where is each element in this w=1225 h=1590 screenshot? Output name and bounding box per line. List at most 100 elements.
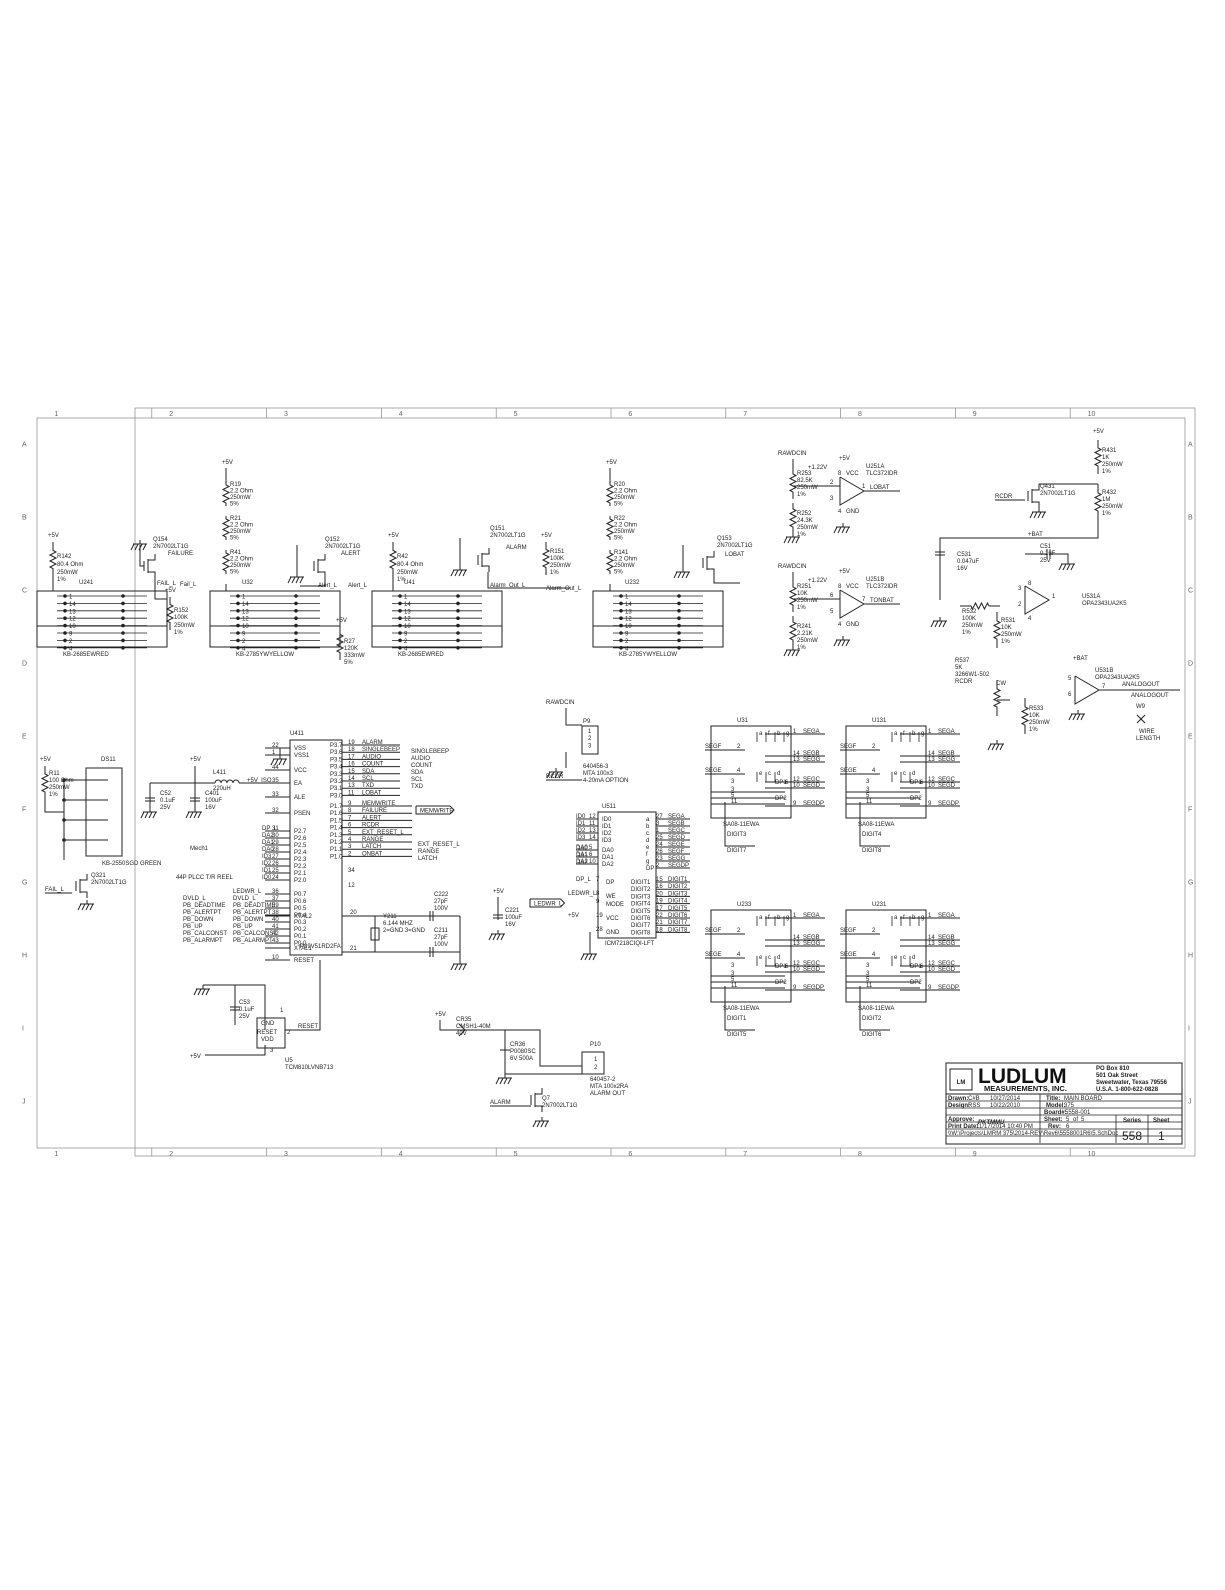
label: COUNT [362,762,384,768]
resistor-symbol [221,550,231,574]
ground-hatch [795,649,800,657]
row-label-left: J [22,1099,26,1106]
label: 44 [272,765,279,771]
label: P10 [590,1042,601,1048]
net-label: PB_DEADTIME [183,903,225,909]
label: TLC372IDR [866,584,898,590]
resistor-symbol [788,467,798,499]
ground-hatch [681,571,686,579]
label: P0.5 [294,906,307,912]
label: 1% [1102,469,1111,475]
label: R27 [344,639,356,645]
junction-dot [398,609,402,613]
pin-number: 10 [69,624,76,630]
label: RCDR [362,823,380,829]
ground-hatch [791,649,796,657]
label: SEGDP [668,863,689,869]
label: RSS [968,1103,980,1109]
label: 1% [1102,511,1111,517]
label: 27 [656,814,663,820]
wire [859,802,890,847]
resistor-symbol [605,482,615,506]
net-label: PB_CALCONST [183,931,227,937]
label: 1 [272,750,276,756]
junction-dot [294,609,298,613]
pin-number: 9 [404,632,408,638]
resistor-symbol [335,627,345,660]
label: Design: [948,1103,970,1109]
ground-hatch [185,811,190,819]
label: 100V [434,942,448,948]
label: Sheet [1153,1118,1169,1124]
ground-hatch [841,526,846,534]
label: P3.0 [330,793,343,799]
label: VCC [846,584,859,590]
pin-number: 13 [404,609,411,615]
label: U31 [737,718,749,724]
row-label-left: B [22,515,27,522]
label: 250mW [49,785,70,791]
junction-dot [677,609,681,613]
label: WIRE [1139,729,1155,735]
pin-number: 14 [69,602,76,608]
label: GND [846,509,860,515]
label: ALARM OUT [590,1091,625,1097]
label: +5V [336,618,347,624]
display-ref: U232 [625,580,640,586]
label: 6 [785,964,789,970]
ground-hatch [492,933,497,941]
label: 1 [928,913,932,919]
junction-dot [294,631,298,635]
label: 5 [348,830,352,836]
label: 25V [239,1014,250,1020]
net-label: SEGE [705,768,722,774]
junction-dot [398,646,402,650]
ground-hatch [1037,511,1042,519]
label: P3.6 [330,750,343,756]
junction-dot [121,646,125,650]
net-flag: LATCH [418,856,437,862]
ground-hatch [783,536,788,544]
label: 10 [928,967,935,973]
label: VCC [606,916,619,922]
label: DA2 [602,862,614,868]
label: W9 [1136,704,1146,710]
label: 1% [1001,639,1010,645]
label: R252 [797,511,812,517]
label: 20 [656,891,663,897]
wire [139,545,144,567]
ground-hatch [1041,511,1046,519]
label: LENGTH [1136,736,1160,742]
label: 1% [797,645,806,651]
label: 0.1uF [1040,551,1056,557]
resistor-symbol [541,542,551,575]
resistor-symbol [165,597,175,630]
label: 2 [588,736,592,742]
label: 250mW [230,495,251,501]
resistor-symbol [40,766,50,800]
net-label: Alarm_Out_L [546,586,582,592]
label: DP2 [775,796,787,802]
label: P2.0 [294,878,307,884]
frame-outer [134,407,1196,1157]
label: 100uF [505,915,522,921]
label: 9 [928,801,932,807]
mosfet-drain [1032,484,1040,491]
label: 250mW [1001,632,1022,638]
ground-hatch [462,963,467,971]
net-label: TONBAT [870,598,894,604]
label: 1% [57,577,66,583]
label: R20 [614,482,626,488]
net-label: Alert_L [318,583,338,589]
ground-hatch [291,576,296,584]
label: 6 [589,852,593,858]
junction-dot [398,594,402,598]
label: 220uH [213,786,231,792]
label: DA1 [576,852,588,858]
junction-dot [294,594,298,598]
label: P0.4 [294,913,307,919]
ground-hatch [787,536,792,544]
